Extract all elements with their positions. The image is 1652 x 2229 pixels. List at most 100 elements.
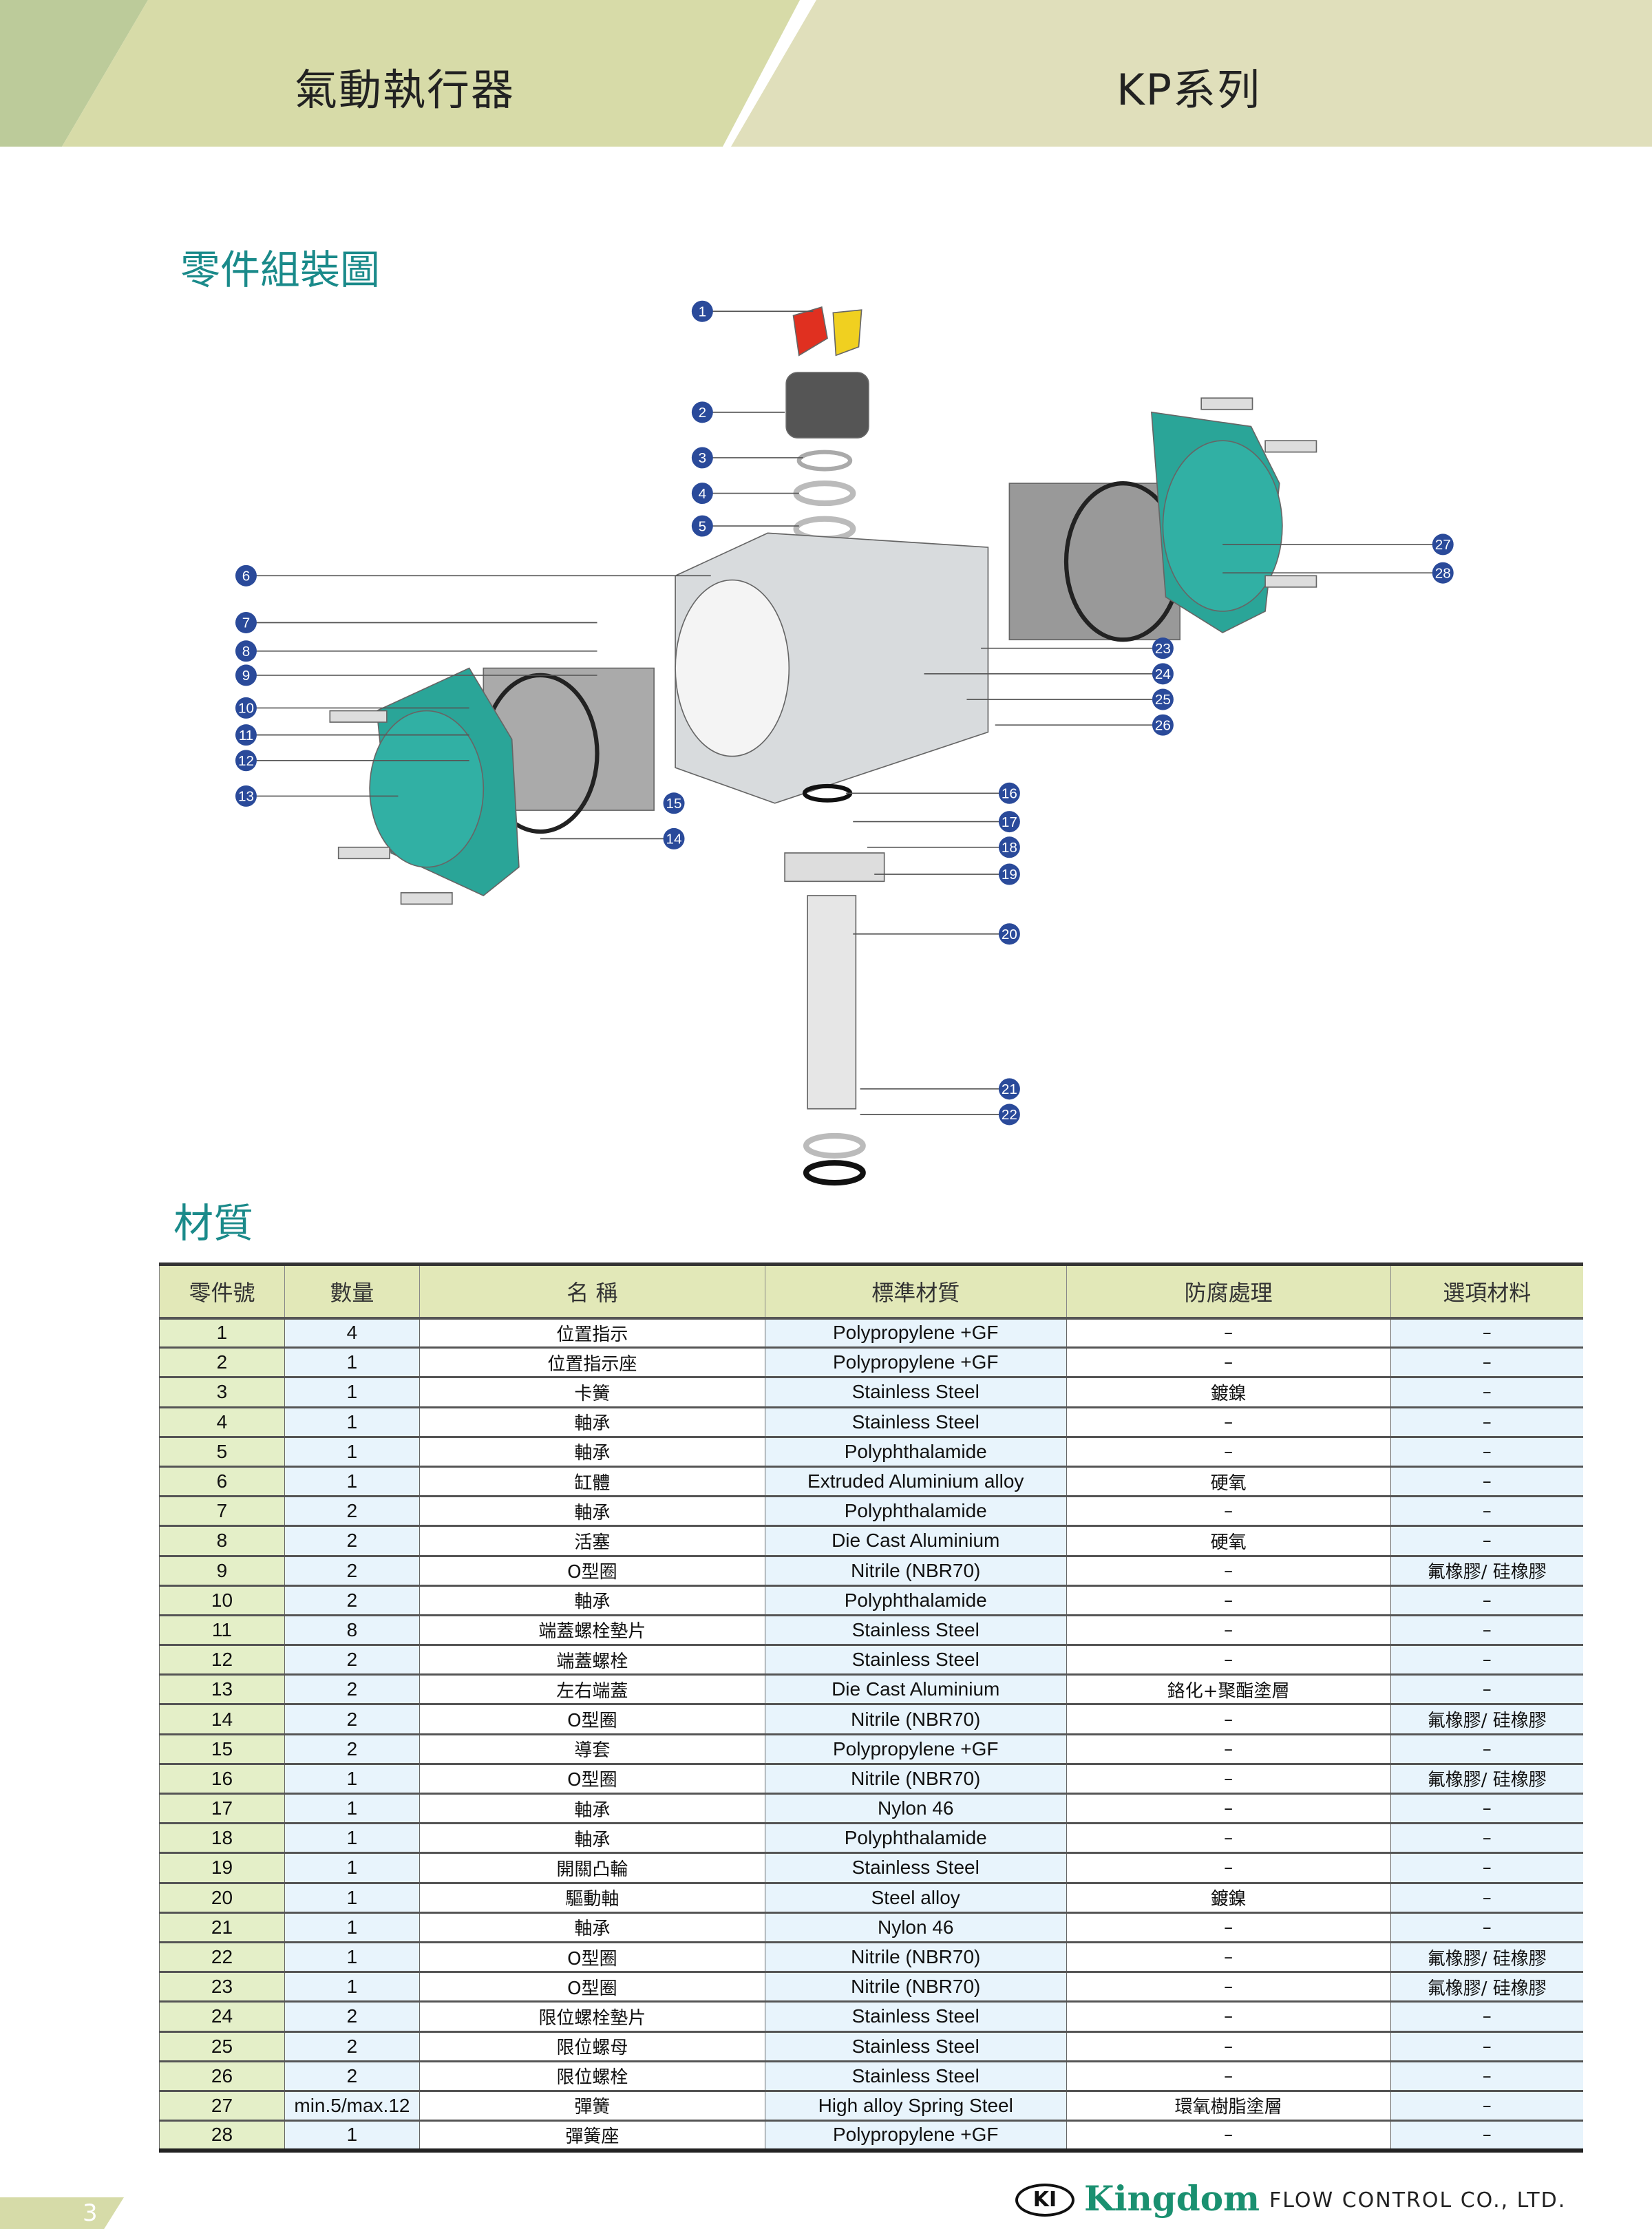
table-cell: 1 [284, 1912, 420, 1943]
table-cell: Stainless Steel [764, 1615, 1067, 1647]
table-cell: – [1066, 1585, 1391, 1616]
callout-badge [998, 1078, 1020, 1100]
callout-number: 17 [1002, 814, 1017, 830]
table-cell: 9 [159, 1556, 285, 1587]
callout-badge [235, 785, 257, 807]
callout-number: 21 [1002, 1081, 1017, 1097]
callout-number: 8 [242, 644, 250, 659]
table-cell: O型圈 [419, 1556, 765, 1587]
table-cell: 15 [159, 1734, 285, 1765]
callout-14: 14 [540, 827, 685, 849]
table-cell: 3 [159, 1377, 285, 1408]
table-cell: O型圈 [419, 1942, 765, 1974]
assembly-title: 零件組裝圖 [180, 246, 381, 293]
callout-15: 15 [663, 792, 685, 814]
table-cell: 鍍鎳 [1066, 1883, 1391, 1914]
table-cell: 缸體 [419, 1466, 765, 1498]
table-cell: – [1066, 1407, 1391, 1438]
callout-badge [998, 836, 1020, 858]
callout-badge [663, 792, 685, 814]
callout-badge [998, 923, 1020, 945]
table-cell: 2 [284, 1645, 420, 1676]
table-cell: – [1066, 1615, 1391, 1647]
callout-10: 10 [235, 697, 469, 719]
callout-badge [691, 300, 713, 322]
table-cell: – [1390, 1466, 1583, 1498]
callout-13: 13 [235, 785, 399, 807]
table-cell: Stainless Steel [764, 2031, 1067, 2062]
callout-number: 11 [239, 728, 253, 743]
callout-number: 16 [1002, 786, 1017, 802]
callout-number: 14 [666, 832, 682, 847]
table-cell: 11 [159, 1615, 285, 1647]
column-header: 防腐處理 [1066, 1264, 1391, 1320]
table-cell: 4 [159, 1407, 285, 1438]
callout-28: 28 [1222, 562, 1454, 584]
table-cell: – [1390, 1407, 1583, 1438]
column-header: 選項材料 [1390, 1264, 1583, 1320]
callout-7: 7 [235, 612, 597, 633]
callout-3: 3 [691, 447, 803, 469]
materials-title: 材質 [173, 1200, 254, 1247]
table-cell: – [1066, 1645, 1391, 1676]
callout-number: 12 [238, 753, 254, 769]
table-cell: – [1066, 1556, 1391, 1587]
ki-logo-mark: KI [1015, 2184, 1074, 2217]
table-cell: 鍍鎳 [1066, 1377, 1391, 1408]
company-suffix: FLOW CONTROL CO., LTD. [1269, 2188, 1567, 2212]
table-cell: – [1390, 1852, 1583, 1884]
table-cell: – [1390, 1823, 1583, 1855]
table-cell: 1 [284, 1347, 420, 1379]
table-cell: Stainless Steel [764, 2001, 1067, 2033]
table-cell: 1 [284, 1942, 420, 1974]
table-cell: 限位螺栓 [419, 2061, 765, 2092]
callout-badge [235, 697, 257, 719]
table-cell: 27 [159, 2091, 285, 2122]
callout-badge [235, 612, 257, 633]
table-cell: 軸承 [419, 1437, 765, 1468]
callout-number: 4 [699, 486, 706, 502]
table-cell: Nitrile (NBR70) [764, 1942, 1067, 1974]
table-cell: – [1390, 1525, 1583, 1557]
brand-name: Kingdom [1084, 2178, 1260, 2219]
table-cell: 氟橡膠/ 硅橡膠 [1390, 1764, 1583, 1795]
table-cell: 5 [159, 1437, 285, 1468]
table-cell: – [1390, 1674, 1583, 1706]
table-cell: 2 [284, 1496, 420, 1528]
callout-1: 1 [691, 300, 814, 322]
callout-badge [691, 515, 713, 537]
callout-badge [691, 401, 713, 423]
table-cell: Die Cast Aluminium [764, 1525, 1067, 1557]
callout-badge [691, 447, 713, 469]
callout-27: 27 [1222, 534, 1454, 556]
callout-22: 22 [860, 1103, 1020, 1126]
table-cell: O型圈 [419, 1764, 765, 1795]
table-cell: 24 [159, 2001, 285, 2033]
callout-number: 28 [1435, 565, 1451, 581]
callout-number: 22 [1002, 1107, 1017, 1123]
table-cell: – [1390, 1615, 1583, 1647]
table-cell: 端蓋螺栓墊片 [419, 1615, 765, 1647]
table-cell: 2 [284, 2001, 420, 2033]
table-cell: 1 [284, 1764, 420, 1795]
table-cell: 2 [284, 1556, 420, 1587]
column-header: 數量 [284, 1264, 420, 1320]
table-cell: Steel alloy [764, 1883, 1067, 1914]
table-cell: 18 [159, 1823, 285, 1855]
table-cell: 軸承 [419, 1823, 765, 1855]
table-cell: 2 [284, 1704, 420, 1735]
table-cell: – [1390, 1883, 1583, 1914]
callout-number: 1 [699, 304, 706, 319]
table-cell: 卡簧 [419, 1377, 765, 1408]
callout-badge [235, 640, 257, 662]
table-cell: – [1066, 1734, 1391, 1765]
table-cell: 8 [159, 1525, 285, 1557]
callout-badge [235, 750, 257, 772]
